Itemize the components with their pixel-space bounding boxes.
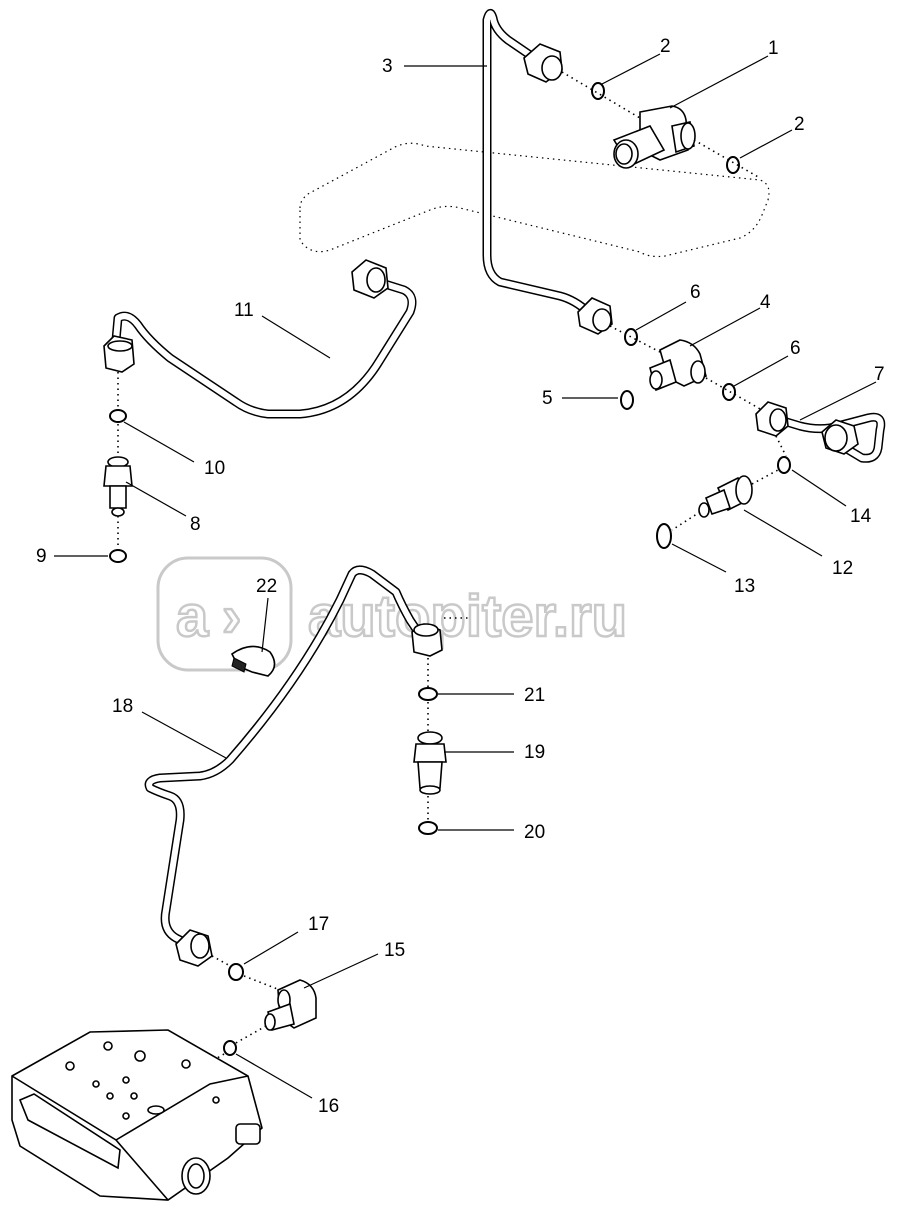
watermark-text: autopiter.ru [308, 584, 627, 649]
oring-6-right [722, 383, 736, 401]
clamp-22 [230, 645, 276, 677]
oring-16 [223, 1040, 237, 1056]
callout-2-top: 2 [660, 36, 671, 57]
nut-7-left [755, 401, 789, 437]
oring-5 [620, 390, 634, 410]
oring-21 [418, 687, 438, 701]
axis-line [775, 435, 787, 457]
callout-17: 17 [308, 914, 329, 935]
nut-18-top [411, 623, 443, 657]
callout-6-left: 6 [690, 282, 701, 303]
callout-1: 1 [768, 38, 779, 59]
callout-12: 12 [832, 558, 853, 579]
callout-8: 8 [190, 514, 201, 535]
callout-14: 14 [850, 506, 872, 527]
axis-line [671, 511, 701, 531]
oring-9 [109, 549, 127, 563]
nut-11-left [103, 335, 135, 373]
callout-22: 22 [256, 576, 277, 597]
oring-10 [109, 409, 127, 423]
pipe-3 [482, 9, 593, 317]
callout-16: 16 [318, 1096, 339, 1117]
fitting-8 [103, 456, 133, 517]
callout-3: 3 [382, 56, 393, 77]
oring-14 [777, 456, 791, 474]
callout-2-bottom: 2 [794, 114, 805, 135]
axis-line [561, 71, 641, 119]
oring-17 [228, 963, 244, 981]
oring-13 [656, 523, 672, 549]
axis-line [751, 469, 779, 485]
nut-3-bottom [577, 297, 613, 335]
pipe-18 [144, 565, 423, 951]
callout-21: 21 [524, 685, 545, 706]
phantom-outline [299, 142, 770, 258]
watermark-logo-mark: a [176, 584, 209, 649]
leader-lines [54, 53, 877, 1099]
callout-13: 13 [734, 576, 755, 597]
callout-20: 20 [524, 822, 545, 843]
callout-5: 5 [542, 388, 553, 409]
watermark-logo-frame [156, 556, 293, 672]
oring-20 [418, 821, 438, 835]
callout-labels: 1 2 2 3 4 5 6 6 7 8 9 10 11 12 13 14 15 … [36, 36, 885, 1117]
watermark: a › autopiter.ru [156, 556, 628, 672]
callout-18: 18 [112, 696, 133, 717]
oring-2-top [591, 82, 605, 100]
callout-15: 15 [384, 940, 405, 961]
oring-2-bottom [726, 156, 740, 174]
axis-line [243, 975, 281, 991]
callout-19: 19 [524, 742, 545, 763]
fitting-15 [264, 979, 317, 1031]
oring-6-left [624, 328, 638, 346]
axis-line [609, 325, 661, 353]
nut-7-right [821, 419, 859, 455]
callout-7: 7 [874, 364, 885, 385]
callout-6-right: 6 [790, 338, 801, 359]
callout-4: 4 [760, 292, 771, 313]
nut-18-bottom [175, 929, 213, 967]
watermark-logo-arrow-icon: › [222, 584, 241, 649]
tee-fitting-1 [612, 105, 696, 169]
valve-block [11, 1029, 263, 1201]
axis-line [233, 1025, 267, 1045]
nut-3-top [523, 43, 563, 83]
fitting-19 [413, 731, 447, 795]
pipe-11 [111, 275, 417, 419]
axis-line [693, 139, 761, 179]
callout-9: 9 [36, 546, 47, 567]
callout-11: 11 [234, 300, 254, 321]
callout-10: 10 [204, 458, 225, 479]
tee-fitting-4 [649, 339, 707, 392]
nut-11-right [351, 259, 389, 299]
pipe-7 [775, 412, 886, 463]
fitting-12 [698, 475, 753, 518]
